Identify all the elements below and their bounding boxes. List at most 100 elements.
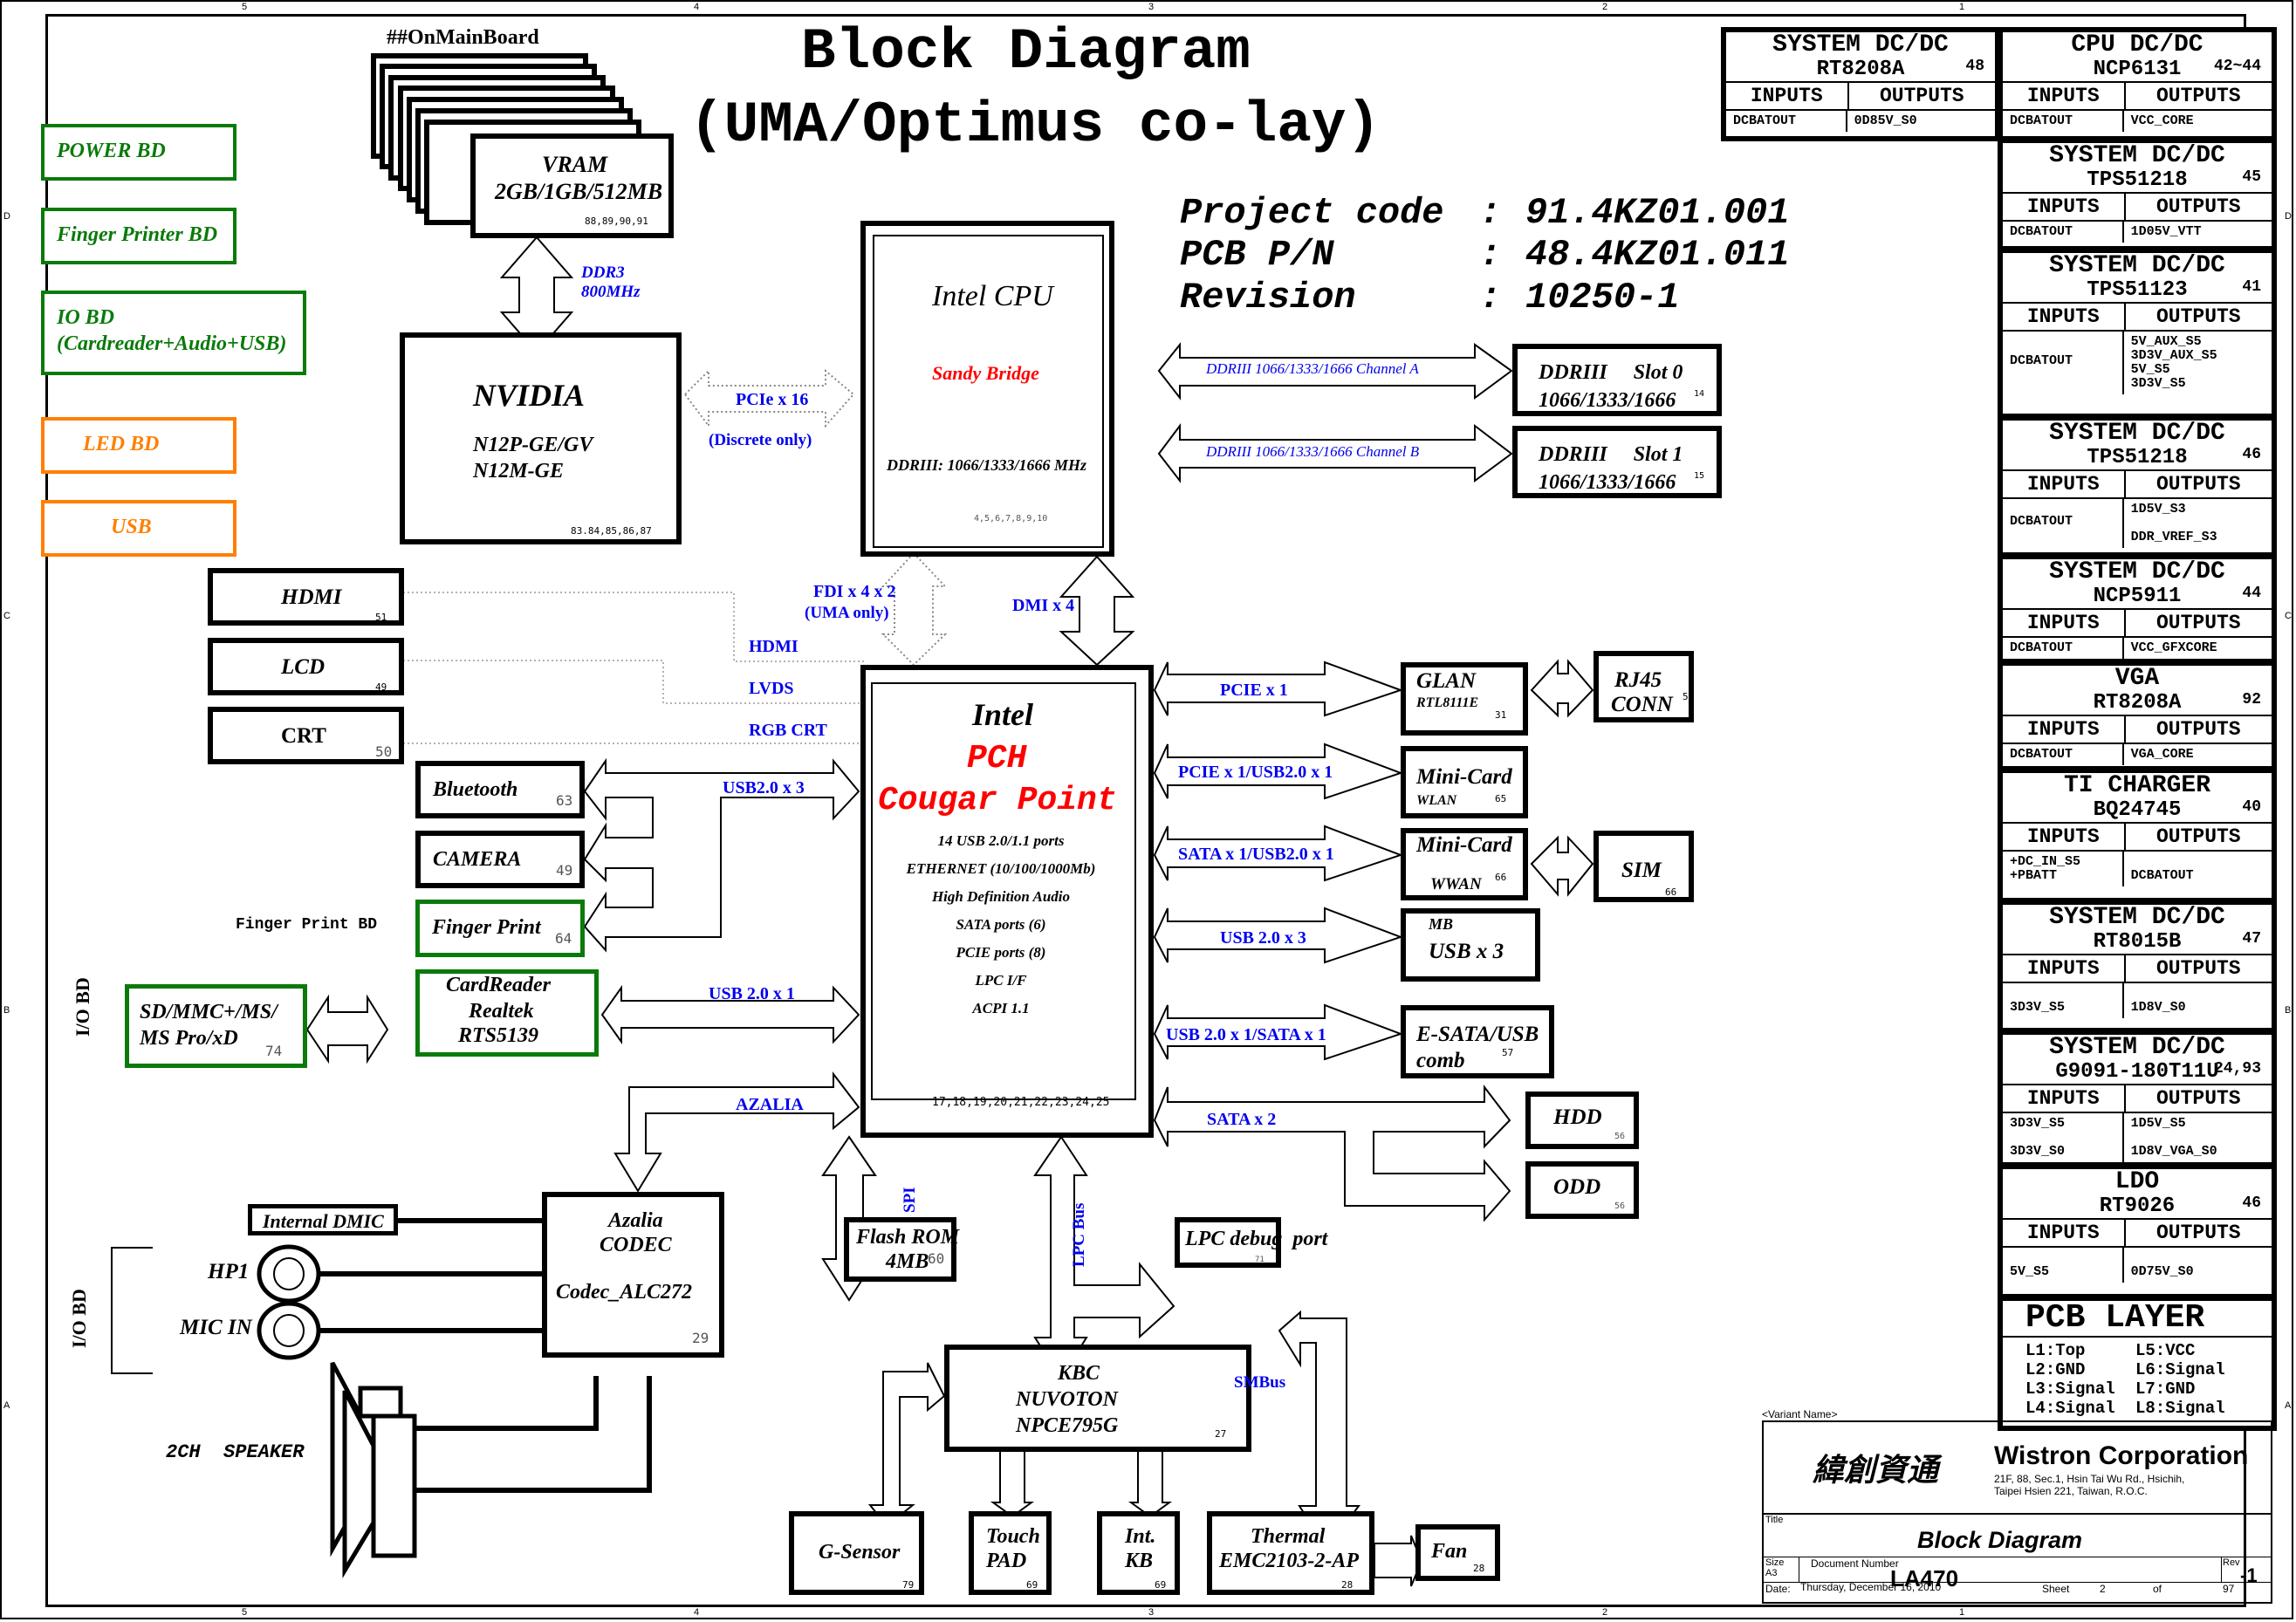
lcd-name: LCD [281,655,325,679]
glan-block[interactable]: GLAN RTL8111E 31 [1401,662,1528,736]
left-usb-bus-label: USB2.0 x 3 [723,778,805,797]
wlan-minicard-block[interactable]: Mini-Card WLAN 65 [1401,746,1528,818]
wwan-minicard-block[interactable]: Mini-Card WWAN 66 [1401,828,1528,900]
ruler-col-2-bottom: 2 [1602,1607,1608,1618]
flash-rom-block[interactable]: Flash ROM 4MB 60 [844,1217,959,1282]
hdmi-connector-block[interactable]: HDMI 51 [208,568,404,626]
thermal-page: 28 [1341,1579,1354,1591]
rj45-block[interactable]: RJ45 CONN 59 [1593,651,1694,722]
power-table-outputs: 5V_AUX_S5 3D3V_AUX_S5 5V_S5 3D3V_S5 [2130,334,2217,391]
power-table-part: TPS51218 [2087,446,2188,469]
touchpad-block[interactable]: Touch PAD 69 [969,1511,1052,1595]
document-number: LA470 [1890,1565,1959,1591]
nvidia-gpu-block[interactable]: NVIDIA N12P-GE/GV N12M-GE 83.84,85,86,87 [400,332,682,544]
vram-pages: 88,89,90,91 [585,216,648,227]
lcd-connector-block[interactable]: LCD 49 [208,638,404,695]
power-table-inputs: +DC_IN_S5 +PBATT [2003,852,2124,886]
mb-usb-block[interactable]: MB USB x 3 [1401,908,1540,982]
outputs-header: OUTPUTS [2155,195,2241,218]
intel-pch-block[interactable]: Intel PCH Cougar Point 14 USB 2.0/1.1 po… [860,665,1154,1138]
power-table-inputs: 5V_S5 [2003,1248,2124,1283]
internal-dmic-block[interactable]: Internal DMIC [248,1204,398,1235]
power-table-inputs: DCBATOUT [2003,499,2124,548]
thermal-sensor-block[interactable]: Thermal EMC2103-2-AP 28 [1207,1511,1374,1595]
nvidia-model-2: N12M-GE [473,460,565,482]
sim-block[interactable]: SIM 66 [1593,831,1694,902]
rj45-name: RJ45 [1614,668,1662,692]
cardreader-block[interactable]: CardReader Realtek RTS5139 [415,969,599,1057]
fan-block[interactable]: Fan 28 [1415,1524,1500,1581]
pch-vendor: Intel [972,697,1034,732]
power-table-header: SYSTEM DC/DC [2049,420,2225,447]
camera-page: 49 [556,862,573,879]
crt-connector-block[interactable]: CRT 50 [208,707,404,764]
ruler-row-c: C [3,611,10,621]
revision-label: Revision [1180,277,1356,318]
wwan-bus-label: SATA x 1/USB2.0 x 1 [1178,845,1334,864]
codec-page: 29 [692,1330,709,1346]
pcb-pn-label: PCB P/N [1180,234,1334,276]
mic-in-label: MIC IN [180,1316,252,1339]
wlan-minicard-name: Mini-Card [1416,765,1512,789]
ruler-col-5-bottom: 5 [242,1607,248,1618]
nvidia-model-1: N12P-GE/GV [473,434,593,456]
codec-model: Codec_ALC272 [556,1281,692,1304]
outputs-header: OUTPUTS [2155,957,2241,980]
ruler-col-5: 5 [242,2,248,12]
power-table-header: LDO [2114,1168,2160,1195]
lpc-debug-page: 71 [1255,1256,1265,1264]
ddr-slot-1-speed: 1066/1333/1666 [1539,471,1676,494]
on-main-board-label: ##OnMainBoard [387,26,539,49]
power-table-outputs: VCC_CORE [2130,113,2194,128]
bluetooth-block[interactable]: Bluetooth 63 [415,761,585,818]
lvds-bus-label: LVDS [749,679,794,698]
intel-cpu-block[interactable]: Intel CPU Sandy Bridge DDRIII: 1066/1333… [860,221,1114,557]
esata-usb-block[interactable]: E-SATA/USB comb 57 [1401,1005,1554,1078]
wwan-page: 66 [1495,872,1507,883]
vram-title: VRAM [542,152,608,177]
project-code-label: Project code [1180,192,1444,234]
int-kb-block[interactable]: Int. KB 69 [1097,1511,1180,1595]
inputs-header: INPUTS [2003,471,2126,497]
wlan-label: WLAN [1416,793,1457,808]
finger-print-name: Finger Print [432,916,541,939]
pcb-layer-item: L4:Signal [2025,1399,2115,1418]
vram-block[interactable]: VRAM 2GB/1GB/512MB 88,89,90,91 [470,133,674,238]
revision-value: 10250-1 [1525,277,1680,318]
mb-usb-location: MB [1429,915,1454,933]
power-table-part: RT9026 [2099,1194,2176,1218]
company-name: Wistron Corporation [1994,1441,2249,1470]
legend-power-bd-label: POWER BD [57,140,166,162]
g-sensor-block[interactable]: G-Sensor 79 [789,1511,924,1595]
legend-finger-printer-bd-label: Finger Printer BD [57,223,218,246]
lpc-debug-port-block[interactable]: LPC debug port 71 [1175,1217,1327,1268]
variant-name: <Variant Name> [1762,1408,1838,1420]
odd-block[interactable]: ODD 56 [1525,1161,1639,1219]
power-table-part: TPS51218 [2087,168,2188,192]
glan-page: 31 [1495,709,1507,721]
finger-print-block[interactable]: Finger Print 64 [415,900,585,957]
ddr-slot-1-block[interactable]: DDRIII Slot 1 1066/1333/1666 15 [1512,426,1722,498]
ruler-row-d: D [3,211,10,222]
kbc-block[interactable]: KBC NUVOTON NPCE795G 27 [944,1345,1251,1452]
inputs-header: INPUTS [1726,83,1849,109]
power-table-part: RT8015B [2093,930,2182,954]
power-table-outputs: 1D5V_S5 1D8V_VGA_S0 [2130,1116,2217,1159]
codec-subtitle: CODEC [600,1234,672,1256]
diagram-title-line1: Block Diagram [801,19,1251,85]
legend-usb-label: USB [111,516,152,538]
card-slot-block[interactable]: SD/MMC+/MS/ MS Pro/xD 74 [125,984,307,1068]
outputs-header: OUTPUTS [1879,85,1964,107]
sim-name: SIM [1621,859,1662,882]
hdd-block[interactable]: HDD 56 [1525,1092,1639,1149]
camera-block[interactable]: CAMERA 49 [415,831,585,888]
outputs-header: OUTPUTS [2155,1222,2241,1244]
power-table-inputs: DCBATOUT [2003,111,2124,132]
bluetooth-name: Bluetooth [433,778,518,801]
power-table-inputs: DCBATOUT [2003,222,2124,243]
audio-codec-block[interactable]: Azalia CODEC Codec_ALC272 29 [542,1192,724,1358]
ddr-slot-0-block[interactable]: DDRIII Slot 0 1066/1333/1666 14 [1512,344,1722,416]
